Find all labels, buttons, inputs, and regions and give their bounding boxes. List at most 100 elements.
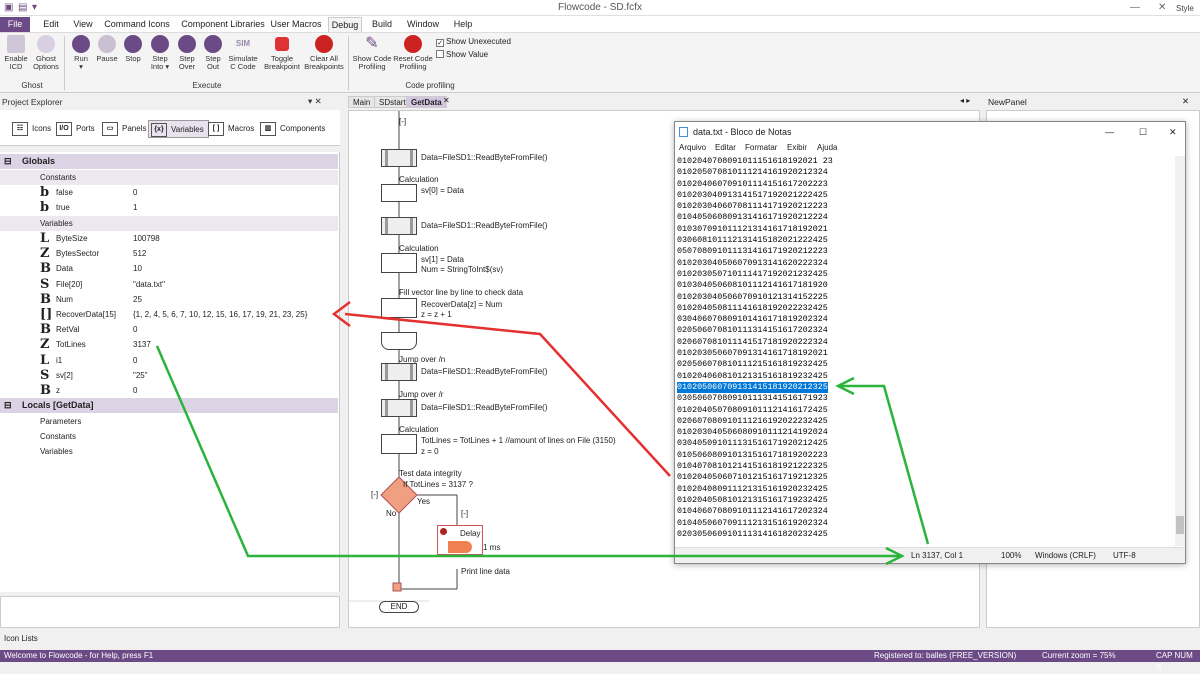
collapse-toggle[interactable]: [-] bbox=[399, 117, 407, 126]
tree-group-constants[interactable]: Constants bbox=[0, 170, 338, 185]
end-terminator[interactable]: END bbox=[379, 601, 419, 613]
tab-components[interactable]: ▥Components bbox=[258, 120, 325, 138]
menu-help[interactable]: Help bbox=[453, 19, 473, 29]
minimize-icon[interactable]: — bbox=[1130, 2, 1140, 13]
show-value-checkbox[interactable]: Show Value bbox=[436, 50, 488, 59]
run-button[interactable]: Run▾ bbox=[68, 35, 94, 71]
tab-main[interactable]: Main bbox=[348, 96, 376, 108]
menu-window[interactable]: Window bbox=[406, 19, 439, 29]
menu-arquivo[interactable]: Arquivo bbox=[679, 143, 707, 152]
close-icon[interactable]: ✕ bbox=[1182, 96, 1190, 106]
vertical-scrollbar[interactable] bbox=[1175, 156, 1185, 546]
close-icon[interactable]: ✕ bbox=[1158, 2, 1167, 13]
variable-row[interactable]: []RecoverData[15]{1, 2, 4, 5, 6, 7, 10, … bbox=[0, 307, 338, 322]
tab-getdata[interactable]: GetData bbox=[406, 96, 447, 108]
tree-group-parameters[interactable]: Parameters bbox=[0, 414, 338, 429]
calculation-block[interactable] bbox=[381, 434, 417, 454]
tab-variables[interactable]: {x}Variables bbox=[148, 120, 209, 138]
notepad-icon bbox=[679, 127, 688, 137]
window-title: Flowcode - SD.fcfx bbox=[558, 2, 642, 13]
quick-access-dropdown-icon[interactable]: ▾ bbox=[32, 2, 38, 13]
maximize-icon[interactable]: ☐ bbox=[1139, 127, 1148, 137]
collapse-icon[interactable]: ⊟ bbox=[4, 156, 12, 166]
menu-exibir[interactable]: Exibir bbox=[787, 143, 808, 152]
save-icon[interactable]: ▤ bbox=[18, 2, 28, 13]
menu-formatar[interactable]: Formatar bbox=[745, 143, 778, 152]
menu-debug[interactable]: Debug bbox=[328, 17, 362, 32]
tab-panels[interactable]: ▭Panels bbox=[100, 120, 146, 138]
calculation-block[interactable] bbox=[381, 184, 417, 202]
menu-edit[interactable]: Edit bbox=[43, 19, 59, 29]
menu-ajuda[interactable]: Ajuda bbox=[817, 143, 838, 152]
tree-group-local-variables[interactable]: Variables bbox=[0, 444, 338, 459]
menu-view[interactable]: View bbox=[73, 19, 93, 29]
collapse-toggle[interactable]: [-] bbox=[371, 490, 379, 499]
tree-group-local-constants[interactable]: Constants bbox=[0, 429, 338, 444]
loop-end-block[interactable] bbox=[381, 332, 417, 350]
tab-macros[interactable]: [ ]Macros bbox=[206, 120, 254, 138]
menu-command-icons[interactable]: Command Icons bbox=[104, 19, 170, 29]
tree-group-variables[interactable]: Variables bbox=[0, 216, 338, 231]
line-text: 030406070809101416171819202324 bbox=[677, 314, 828, 325]
scroll-thumb[interactable] bbox=[1176, 516, 1184, 534]
registration-info: Registered to: balles (FREE_VERSION) bbox=[874, 651, 1017, 660]
line-text: 010203040506070913141620222324 bbox=[677, 257, 828, 268]
tree-label: Variables bbox=[40, 447, 73, 456]
tree-group-globals[interactable]: ⊟Globals bbox=[0, 154, 338, 169]
component-macro-block[interactable] bbox=[381, 149, 417, 167]
menu-user-macros[interactable]: User Macros bbox=[270, 19, 322, 29]
tab-icons[interactable]: ☷Icons bbox=[10, 120, 51, 138]
tab-scroll-icon[interactable]: ◂ ▸ bbox=[960, 96, 971, 105]
component-macro-block[interactable] bbox=[381, 399, 417, 417]
collapse-toggle[interactable]: [-] bbox=[461, 509, 469, 518]
collapse-icon[interactable]: ⊟ bbox=[4, 400, 12, 410]
icon-lists-tab[interactable]: Icon Lists bbox=[4, 634, 38, 643]
component-macro-block[interactable] bbox=[381, 363, 417, 381]
pin-icon[interactable]: ▾ ✕ bbox=[308, 96, 322, 106]
line-text: 020506070810111215161819232425 bbox=[677, 359, 828, 370]
tree-group-locals[interactable]: ⊟Locals [GetData] bbox=[0, 398, 338, 413]
minimize-icon[interactable]: — bbox=[1105, 127, 1114, 137]
button-label: Enable bbox=[4, 54, 28, 63]
pause-button[interactable]: Pause bbox=[94, 35, 120, 63]
component-macro-block[interactable] bbox=[381, 217, 417, 235]
menu-component-libraries[interactable]: Component Libraries bbox=[181, 19, 265, 29]
delay-block[interactable]: Delay bbox=[437, 525, 483, 555]
help-link[interactable]: Style bbox=[1176, 4, 1194, 13]
stop-button[interactable]: Stop bbox=[120, 35, 146, 63]
menu-file[interactable]: File bbox=[0, 17, 30, 32]
close-icon[interactable]: ✕ bbox=[1169, 127, 1177, 137]
ghost-icon bbox=[37, 35, 55, 53]
close-tab-icon[interactable]: ✕ bbox=[443, 96, 450, 105]
show-unexecuted-checkbox[interactable]: ✓Show Unexecuted bbox=[436, 37, 511, 47]
line-text: 020607080910111216192022232425 bbox=[677, 415, 828, 426]
calculation-block[interactable] bbox=[381, 253, 417, 273]
menu-build[interactable]: Build bbox=[371, 19, 392, 29]
calculation-block[interactable] bbox=[381, 298, 417, 318]
menu-editar[interactable]: Editar bbox=[715, 143, 736, 152]
